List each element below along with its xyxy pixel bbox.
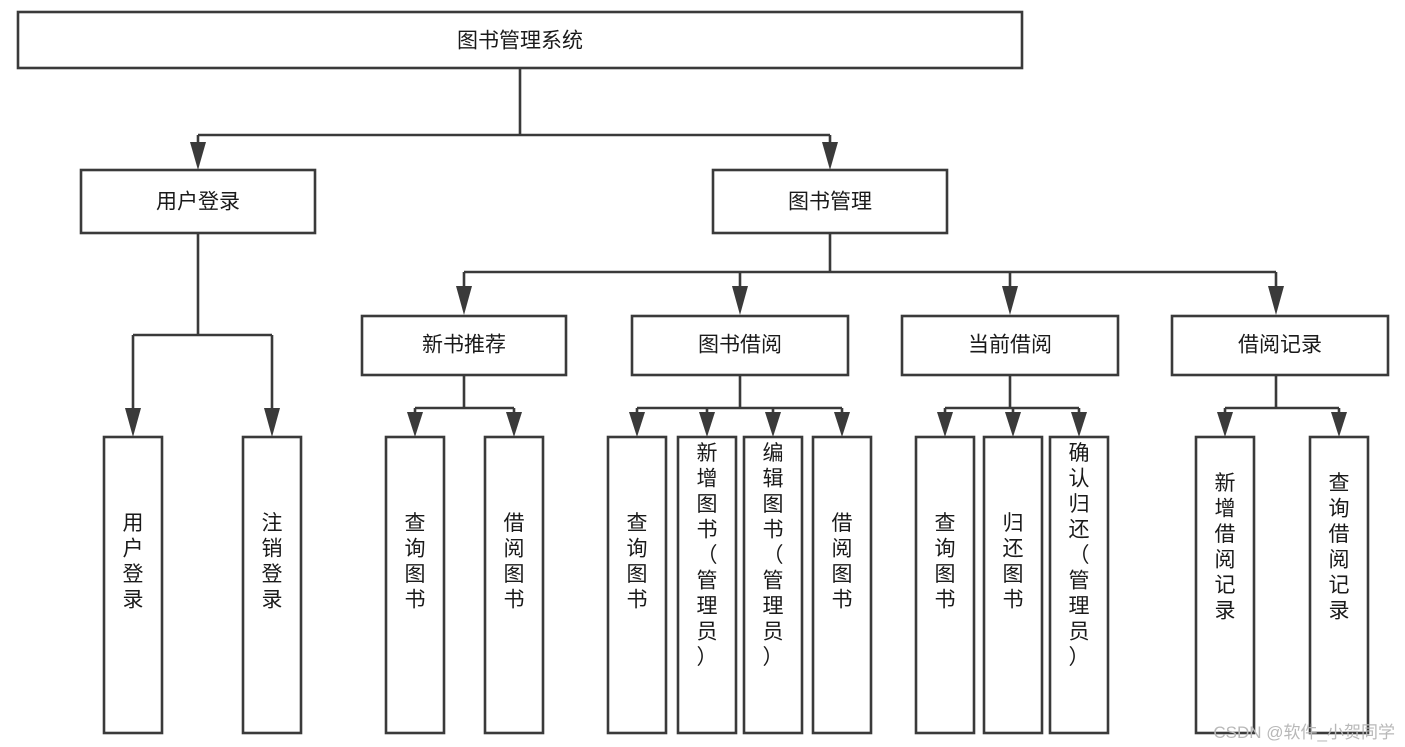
leaf-newbook-query-label: 查询图书 [405, 512, 426, 612]
arrow-userlogin-child-2 [264, 408, 280, 437]
arrow-bookmgmt-child-3 [1002, 286, 1018, 315]
leaf-records-add-box[interactable] [1194, 435, 1256, 735]
arrow-borrow-child-3 [765, 412, 781, 437]
leaf-current-confirm-return[interactable]: 确认归还（管理员） [1048, 435, 1110, 735]
node-root-label: 图书管理系统 [457, 30, 583, 53]
arrow-newbook-child-1 [407, 412, 423, 437]
node-book-borrow-label: 图书借阅 [698, 334, 782, 357]
leaf-current-return-box[interactable] [982, 435, 1044, 735]
leaf-records-query-box[interactable] [1308, 435, 1370, 735]
node-borrow-records-box[interactable] [1170, 314, 1390, 377]
node-user-login-label: 用户登录 [156, 191, 240, 214]
arrow-borrow-child-1 [629, 412, 645, 437]
leaf-borrow-query-box[interactable] [606, 435, 668, 735]
leaf-user-login-1[interactable]: 用户登录 [102, 435, 164, 735]
arrow-userlogin-child-1 [125, 408, 141, 437]
leaf-current-return[interactable]: 归还图书 [982, 435, 1044, 735]
leaf-borrow-edit-label: 编辑图书（管理员） [763, 442, 784, 669]
arrow-root-to-userlogin [190, 142, 206, 170]
node-book-management[interactable]: 图书管理 [711, 168, 949, 235]
arrow-bookmgmt-child-2 [732, 286, 748, 315]
leaf-newbook-query-box[interactable] [384, 435, 446, 735]
arrow-records-child-2 [1331, 412, 1347, 437]
leaf-borrow-add-label: 新增图书（管理员） [697, 442, 718, 669]
leaf-borrow-add-box[interactable] [676, 435, 738, 735]
leaf-user-login-1-label: 用户登录 [123, 512, 144, 612]
leaf-user-logout-box[interactable] [241, 435, 303, 735]
leaf-user-logout[interactable]: 注销登录 [241, 435, 303, 735]
node-root-box[interactable] [16, 10, 1024, 70]
leaf-user-login-1-box[interactable] [102, 435, 164, 735]
leaf-borrow-book-label: 借阅图书 [832, 512, 853, 612]
connectors [125, 68, 1347, 437]
node-new-book-recommend[interactable]: 新书推荐 [360, 314, 568, 377]
leaf-newbook-borrow[interactable]: 借阅图书 [483, 435, 545, 735]
leaf-current-query-label: 查询图书 [935, 512, 956, 612]
arrow-borrow-child-4 [834, 412, 850, 437]
leaf-borrow-query[interactable]: 查询图书 [606, 435, 668, 735]
arrow-records-child-1 [1217, 412, 1233, 437]
arrow-current-child-2 [1005, 412, 1021, 437]
leaf-current-query-box[interactable] [914, 435, 976, 735]
leaf-current-confirm-return-label: 确认归还（管理员） [1069, 442, 1090, 669]
leaf-records-add[interactable]: 新增借阅记录 [1194, 435, 1256, 735]
node-book-borrow-box[interactable] [630, 314, 850, 377]
node-current-borrow[interactable]: 当前借阅 [900, 314, 1120, 377]
node-user-login[interactable]: 用户登录 [79, 168, 317, 235]
leaf-newbook-query[interactable]: 查询图书 [384, 435, 446, 735]
leaf-user-logout-label: 注销登录 [262, 512, 283, 612]
leaf-borrow-query-label: 查询图书 [627, 512, 648, 612]
node-borrow-records-label: 借阅记录 [1238, 334, 1322, 357]
node-book-management-box[interactable] [711, 168, 949, 235]
node-book-management-label: 图书管理 [788, 191, 872, 214]
leaf-borrow-book[interactable]: 借阅图书 [811, 435, 873, 735]
node-new-book-recommend-label: 新书推荐 [422, 334, 506, 357]
leaf-newbook-borrow-box[interactable] [483, 435, 545, 735]
leaf-borrow-add[interactable]: 新增图书（管理员） [676, 435, 738, 735]
node-user-login-box[interactable] [79, 168, 317, 235]
arrow-current-child-3 [1071, 412, 1087, 437]
node-root[interactable]: 图书管理系统 [16, 10, 1024, 70]
node-new-book-recommend-box[interactable] [360, 314, 568, 377]
leaf-current-return-label: 归还图书 [1003, 512, 1024, 612]
leaf-current-confirm-return-box[interactable] [1048, 435, 1110, 735]
leaf-records-add-label: 新增借阅记录 [1215, 472, 1236, 623]
leaf-newbook-borrow-label: 借阅图书 [504, 512, 525, 612]
leaf-borrow-edit[interactable]: 编辑图书（管理员） [742, 435, 804, 735]
node-borrow-records[interactable]: 借阅记录 [1170, 314, 1390, 377]
leaf-records-query[interactable]: 查询借阅记录 [1308, 435, 1370, 735]
arrow-bookmgmt-child-1 [456, 286, 472, 315]
leaf-borrow-edit-box[interactable] [742, 435, 804, 735]
node-current-borrow-label: 当前借阅 [968, 334, 1052, 357]
arrow-newbook-child-2 [506, 412, 522, 437]
node-current-borrow-box[interactable] [900, 314, 1120, 377]
arrow-current-child-1 [937, 412, 953, 437]
arrow-root-to-bookmgmt [822, 142, 838, 170]
arrow-bookmgmt-child-4 [1268, 286, 1284, 315]
leaf-records-query-label: 查询借阅记录 [1329, 472, 1350, 623]
arrow-borrow-child-2 [699, 412, 715, 437]
leaf-borrow-book-box[interactable] [811, 435, 873, 735]
leaf-current-query[interactable]: 查询图书 [914, 435, 976, 735]
node-book-borrow[interactable]: 图书借阅 [630, 314, 850, 377]
